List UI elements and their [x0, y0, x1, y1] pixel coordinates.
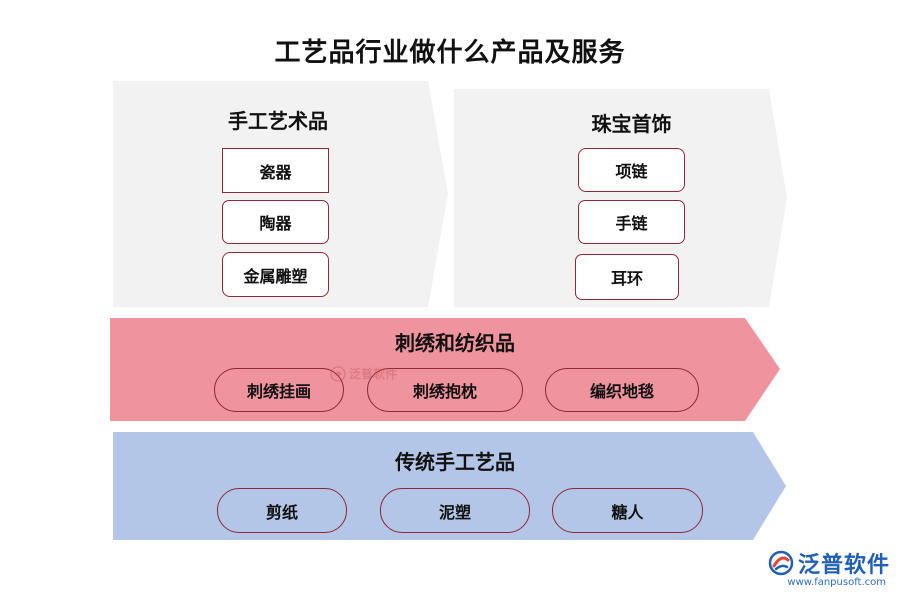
brand-logo-name: 泛普软件 — [797, 553, 890, 578]
watermark: 泛普软件 — [330, 365, 397, 382]
textiles-panel: 刺绣和纺织品 刺绣挂画 刺绣抱枕 编织地毯 — [110, 318, 780, 421]
textiles-panel-shape — [110, 318, 780, 421]
crafts-panel: 手工艺术品 瓷器 陶器 金属雕塑 — [113, 81, 448, 307]
crafts-heading: 手工艺术品 — [228, 109, 328, 133]
crafts-item-porcelain: 瓷器 — [222, 148, 329, 193]
crafts-item-pottery: 陶器 — [222, 200, 329, 244]
page-title: 工艺品行业做什么产品及服务 — [274, 38, 626, 68]
traditional-item-sugar-figure: 糖人 — [552, 488, 703, 533]
crafts-panel-shape — [113, 81, 448, 307]
watermark-text: 泛普软件 — [349, 367, 398, 381]
jewelry-panel-shape — [454, 89, 787, 307]
textiles-item-woven-rug: 编织地毯 — [545, 368, 699, 412]
traditional-panel-shape — [113, 432, 786, 540]
jewelry-item-bracelet: 手链 — [578, 200, 685, 244]
jewelry-heading: 珠宝首饰 — [591, 112, 672, 136]
traditional-item-clay-sculpture: 泥塑 — [380, 488, 530, 533]
traditional-item-paper-cutting: 剪纸 — [217, 488, 347, 533]
watermark-logo-icon — [330, 365, 346, 382]
crafts-item-metal-sculpture: 金属雕塑 — [222, 252, 329, 297]
brand-logo-url: www.fanpusoft.com — [787, 577, 886, 588]
textiles-heading: 刺绣和纺织品 — [395, 331, 515, 355]
jewelry-item-necklace: 项链 — [578, 148, 685, 192]
textiles-item-embroidery-pillow: 刺绣抱枕 — [367, 368, 523, 412]
jewelry-panel: 珠宝首饰 项链 手链 耳环 — [454, 89, 787, 307]
textiles-item-embroidery-hanging: 刺绣挂画 — [214, 368, 344, 412]
brand-logo: 泛普软件 www.fanpusoft.com — [768, 547, 890, 588]
traditional-panel: 传统手工艺品 剪纸 泥塑 糖人 — [113, 432, 786, 540]
traditional-heading: 传统手工艺品 — [395, 450, 515, 474]
brand-logo-icon — [768, 550, 794, 576]
jewelry-item-earrings: 耳环 — [575, 254, 679, 300]
